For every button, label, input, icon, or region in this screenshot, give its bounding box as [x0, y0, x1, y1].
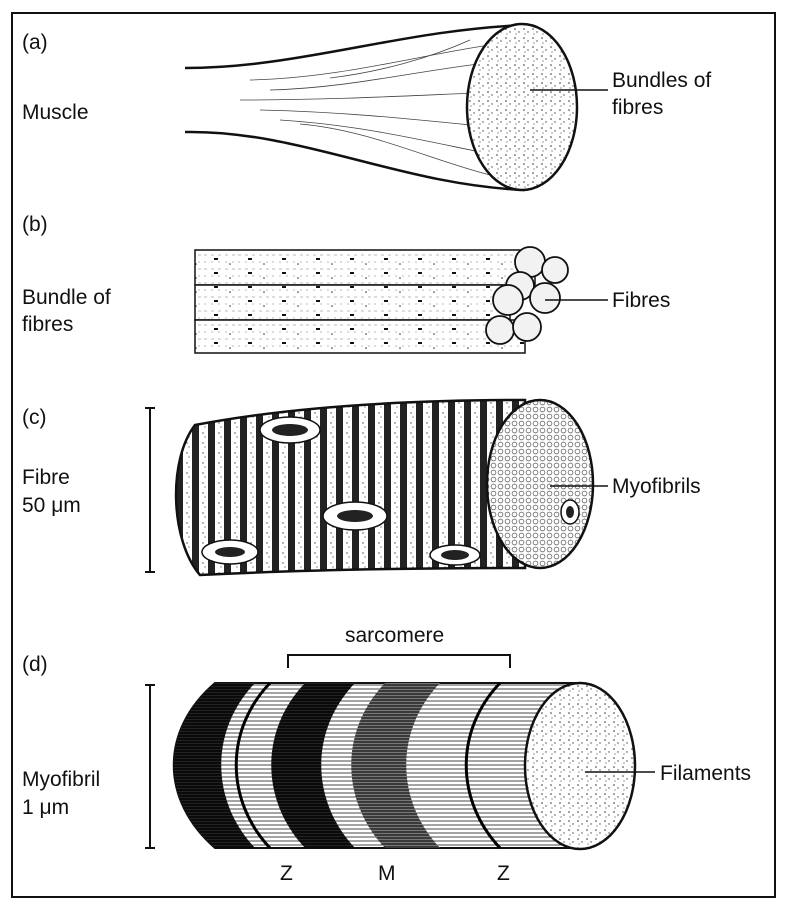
panel-d-tag: (d): [22, 652, 48, 677]
filaments-label: Filaments: [660, 761, 751, 786]
sarcomere-label: sarcomere: [345, 623, 444, 648]
bundle-of-fibres-label-line2: fibres: [22, 312, 73, 337]
bundle-of-fibres-label-line1: Bundle of: [22, 285, 111, 310]
fibre-bundle-drawing: [195, 247, 568, 353]
panel-c-tag: (c): [22, 405, 47, 430]
fibre-drawing: [145, 400, 593, 575]
fibres-label: Fibres: [612, 288, 670, 313]
bundles-of-fibres-label-line1: Bundles of: [612, 68, 711, 93]
z-line-label-right: Z: [497, 861, 510, 886]
z-line-label-left: Z: [280, 861, 293, 886]
panel-a-tag: (a): [22, 30, 48, 55]
m-line-label: M: [378, 861, 396, 886]
muscle-drawing: [185, 24, 577, 190]
myofibril-drawing: [145, 655, 635, 849]
myofibril-size-label: 1 μm: [22, 795, 69, 820]
fibre-label: Fibre: [22, 465, 70, 490]
myofibrils-label: Myofibrils: [612, 474, 701, 499]
myofibril-label: Myofibril: [22, 767, 100, 792]
bundles-of-fibres-label-line2: fibres: [612, 95, 663, 120]
panel-b-tag: (b): [22, 212, 48, 237]
fibre-size-label: 50 μm: [22, 493, 81, 518]
muscle-label: Muscle: [22, 100, 89, 125]
